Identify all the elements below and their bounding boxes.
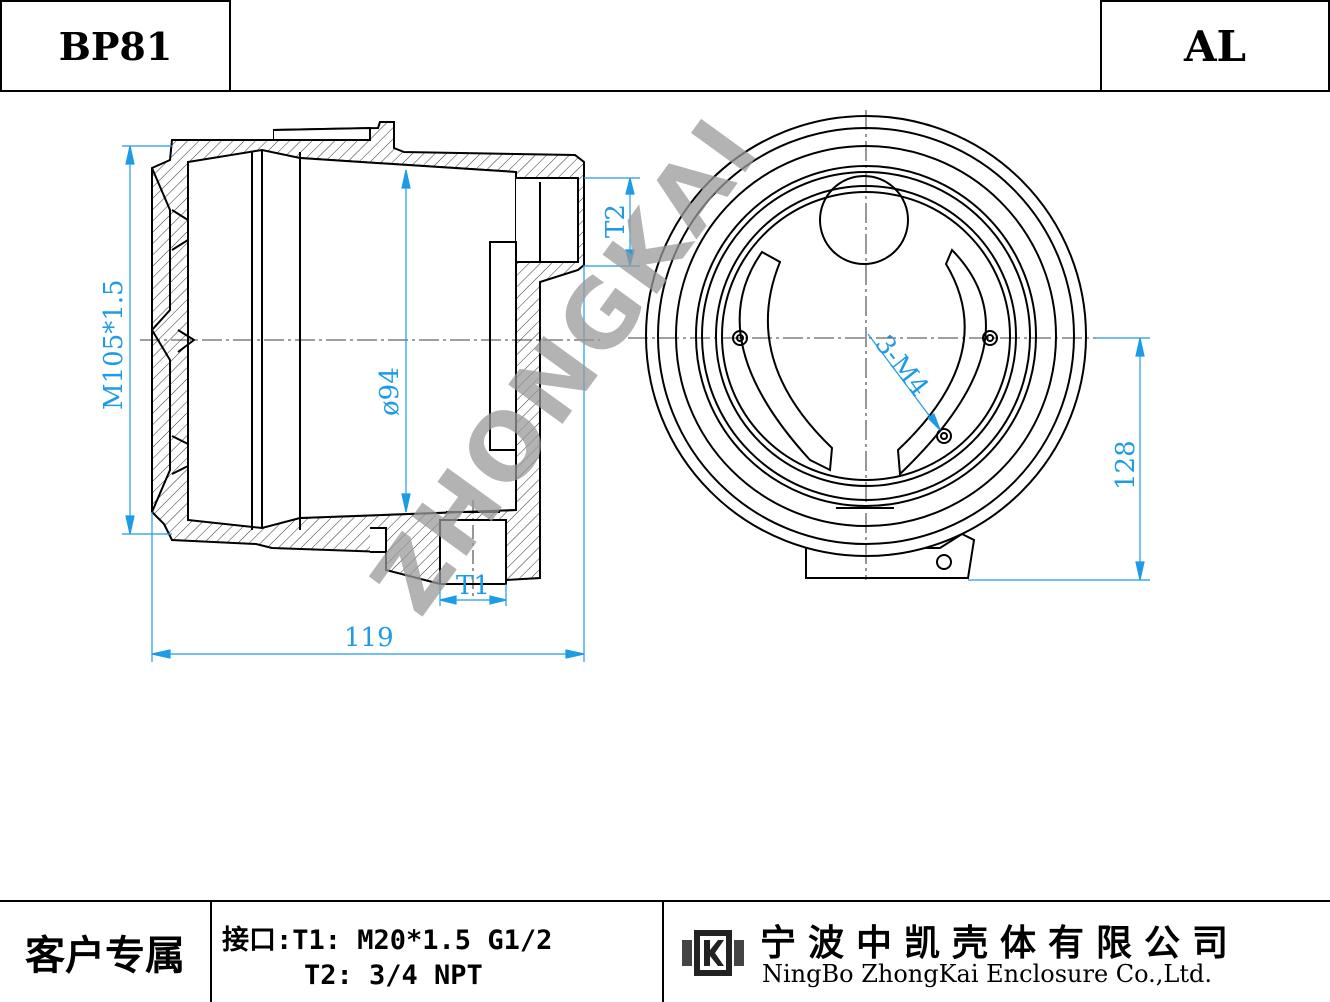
ports-cell: 接口:T1: M20*1.5 G1/2 T2: 3/4 NPT	[212, 902, 664, 1002]
dimension-lines	[122, 145, 1150, 662]
dim-thread-label: M105*1.5	[99, 279, 129, 410]
title-block: 客户专属 接口:T1: M20*1.5 G1/2 T2: 3/4 NPT 宁波中…	[0, 900, 1330, 1002]
material-code-text: AL	[1183, 21, 1247, 71]
ports-line-2: T2: 3/4 NPT	[304, 960, 483, 991]
side-section-view	[150, 121, 585, 586]
dim-t1-label: T1	[456, 571, 490, 601]
dim-t2-label: T2	[601, 204, 631, 238]
zhongkai-logo-icon	[682, 930, 744, 976]
customer-cell: 客户专属	[0, 902, 212, 1002]
material-code: AL	[1100, 0, 1330, 92]
company-name-cn: 宁波中凯壳体有限公司	[760, 923, 1241, 964]
dim-height-label: 128	[1111, 440, 1141, 490]
company-cell: 宁波中凯壳体有限公司 NingBo ZhongKai Enclosure Co.…	[664, 902, 1330, 1002]
technical-drawing: M105*1.5 ø94 T2 T1 119 128 3-M4 ZHONGKAI	[99, 98, 1150, 662]
model-number-text: BP81	[58, 23, 173, 69]
ports-line-1: 接口:T1: M20*1.5 G1/2	[222, 925, 553, 956]
dim-length-label: 119	[344, 623, 394, 653]
dim-bore-label: ø94	[375, 367, 405, 416]
customer-label: 客户专属	[25, 933, 185, 979]
company-name-en: NingBo ZhongKai Enclosure Co.,Ltd.	[762, 960, 1212, 988]
model-number: BP81	[0, 0, 231, 92]
header-divider	[0, 90, 1330, 92]
